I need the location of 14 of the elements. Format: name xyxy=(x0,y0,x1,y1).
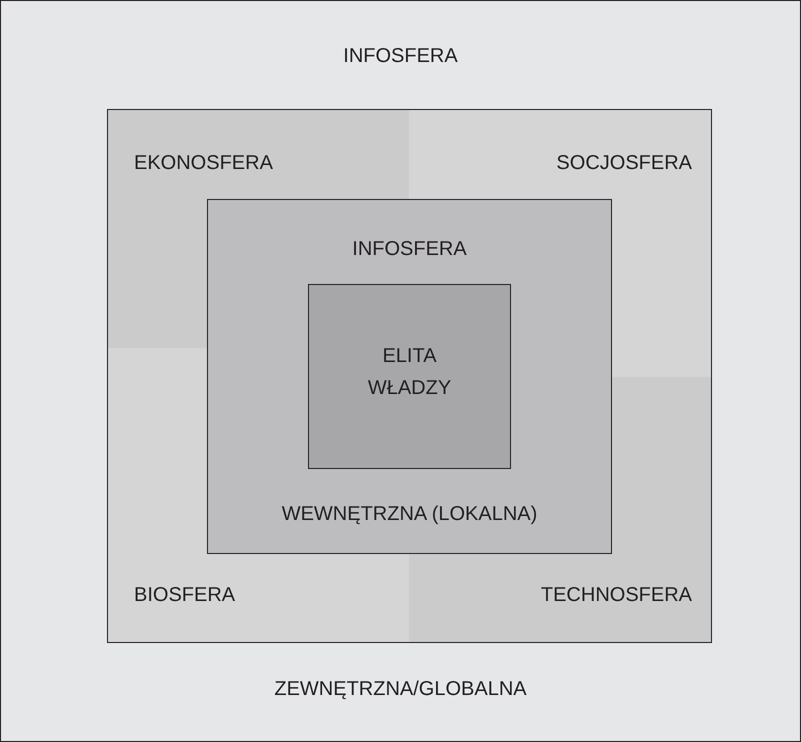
sphere-label: TECHNOSFERA xyxy=(540,583,692,608)
quadrant-box xyxy=(409,109,712,200)
sphere-label: ZEWNĘTRZNA/GLOBALNA xyxy=(273,677,528,702)
sphere-label: SOCJOSFERA xyxy=(556,151,692,176)
sphere-label: INFOSFERA xyxy=(342,44,459,69)
core-box xyxy=(308,284,511,469)
sphere-label: INFOSFERA xyxy=(351,237,468,262)
quadrant-box xyxy=(107,109,410,200)
quadrant-box xyxy=(107,553,410,643)
sphere-label: ELITA WŁADZY xyxy=(366,344,452,401)
quadrant-box xyxy=(409,553,712,643)
sphere-label: WEWNĘTRZNA (LOKALNA) xyxy=(280,502,538,527)
sphere-label: BIOSFERA xyxy=(134,583,236,608)
sphere-label: EKONOSFERA xyxy=(134,151,273,176)
